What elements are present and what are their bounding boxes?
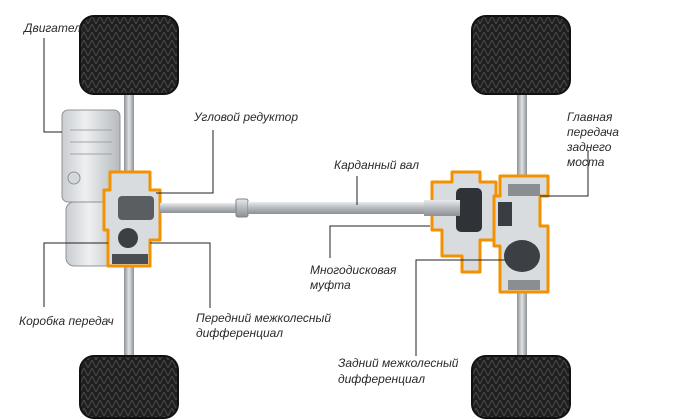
leader-gearbox: [43, 242, 108, 307]
label-rear-diff-2: дифференциал: [338, 372, 425, 386]
leader-front-diff: [150, 242, 211, 308]
propeller-shaft: [160, 198, 424, 218]
label-engine: Двигатель: [22, 21, 87, 35]
label-multiplate-clutch-1: Многодисковая: [310, 263, 397, 277]
rear-left-wheel: [471, 15, 571, 95]
leader-multiplate-clutch: [329, 225, 430, 258]
engine-block: [61, 109, 121, 203]
front-right-wheel: [79, 355, 179, 419]
leader-lines: [43, 38, 589, 356]
label-prop-shaft: Карданный вал: [334, 158, 419, 172]
label-angle-gear: Угловой редуктор: [193, 110, 298, 124]
leader-angle-gear: [156, 130, 214, 194]
rear-right-wheel: [471, 355, 571, 419]
label-rear-final-drive-4: моста: [567, 155, 605, 169]
label-rear-final-drive-3: заднего: [566, 140, 612, 154]
front-left-wheel: [79, 15, 179, 95]
label-gearbox: Коробка передач: [19, 314, 114, 328]
label-front-diff-1: Передний межколесный: [196, 311, 331, 325]
label-rear-final-drive-1: Главная: [567, 110, 613, 124]
rear-final-drive-highlight: [492, 174, 550, 294]
label-front-diff-2: дифференциал: [196, 326, 283, 340]
leader-engine: [43, 38, 62, 133]
front-transfer-highlight: [102, 170, 162, 268]
multiplate-clutch-highlight: [424, 170, 498, 274]
leader-rear-final-drive: [540, 150, 589, 197]
leader-rear-diff: [415, 259, 506, 356]
label-rear-diff-1: Задний межколесный: [338, 356, 459, 370]
label-rear-final-drive-2: передача: [567, 125, 619, 139]
labels: Двигатель Угловой редуктор Карданный вал…: [19, 21, 619, 386]
label-multiplate-clutch-2: муфта: [310, 278, 351, 292]
